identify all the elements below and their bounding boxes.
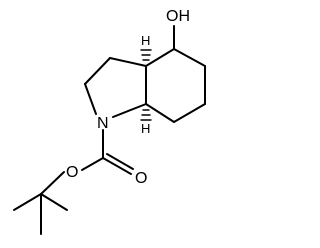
bond-c3a-c4 bbox=[145, 48, 175, 67]
hydrogen-bottom-label: H bbox=[141, 121, 150, 136]
bond-c3a-c3 bbox=[109, 57, 147, 67]
bond-ccarbonyl-ocarbonyl-1 bbox=[102, 157, 132, 175]
bond-c6-c7 bbox=[173, 103, 206, 123]
bond-c7-c7a bbox=[145, 103, 175, 123]
bond-ccarbonyl-oester bbox=[81, 157, 104, 171]
hashed-bond-bottom bbox=[140, 109, 152, 121]
bond-c4-c5 bbox=[173, 48, 206, 67]
hydroxyl-label: OH bbox=[166, 8, 190, 25]
hydrogen-top-label: H bbox=[141, 33, 150, 48]
bond-oester-cquat bbox=[40, 171, 65, 195]
hashed-bond-top bbox=[140, 49, 152, 61]
bond-cquat-me1 bbox=[13, 193, 42, 211]
bond-ccarbonyl-ocarbonyl-2 bbox=[106, 153, 134, 170]
five-membered-ring bbox=[84, 57, 147, 118]
boc-group bbox=[13, 129, 134, 235]
bond-c2-n bbox=[84, 83, 97, 115]
carbonyl-oxygen-label: O bbox=[135, 170, 147, 187]
structure-canvas: OH H H N O O bbox=[13, 8, 206, 235]
chemical-structure: OH H H N O O bbox=[13, 8, 206, 235]
bond-cquat-me3 bbox=[40, 193, 68, 211]
six-membered-ring bbox=[145, 48, 206, 123]
nitrogen-label: N bbox=[97, 115, 109, 132]
ester-oxygen-label: O bbox=[66, 164, 78, 181]
bond-n-c7a bbox=[112, 103, 147, 118]
bond-c3-c2 bbox=[84, 57, 111, 85]
